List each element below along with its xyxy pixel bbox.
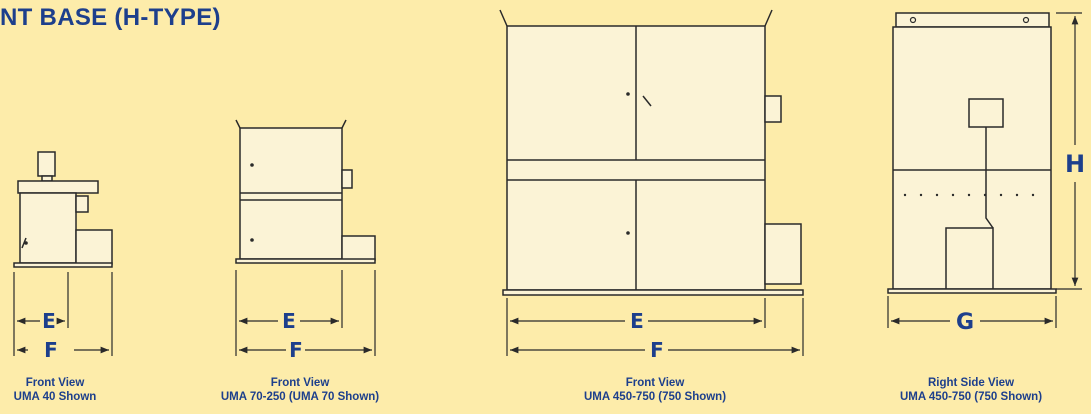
- base-plate: [235, 258, 376, 264]
- uma40-front-view: [13, 151, 113, 268]
- base-plate: [502, 289, 804, 296]
- caption-line2: UMA 450-750 (750 Shown): [899, 391, 1043, 403]
- dim-h-label-view4: H: [1065, 150, 1085, 178]
- caption-view-uma70: Front View UMA 70-250 (UMA 70 Shown): [200, 376, 400, 404]
- base-plate: [13, 262, 113, 268]
- dim-f-label-view2: F: [289, 338, 303, 362]
- base-plate: [887, 288, 1057, 294]
- dim-f-label-view1: F: [44, 338, 58, 362]
- caption-view-uma750-front: Front View UMA 450-750 (750 Shown): [555, 376, 755, 404]
- uma750-side-view: [887, 12, 1057, 294]
- dim-e-label-view3: E: [630, 309, 644, 333]
- dim-g-label-view4: G: [956, 310, 974, 335]
- dim-e-label-view1: E: [42, 309, 56, 333]
- uma750-front-view: [499, 9, 804, 296]
- control-box: [764, 223, 802, 285]
- dimension-lines: [13, 12, 1082, 356]
- page-title: NT BASE (H-TYPE): [0, 4, 221, 31]
- vent-dots: [903, 193, 1035, 197]
- caption-view-uma40: Front View UMA 40 Shown: [0, 376, 110, 404]
- caption-line2: UMA 40 Shown: [13, 391, 97, 403]
- top-plenum: [17, 180, 99, 194]
- caption-line2: UMA 450-750 (750 Shown): [583, 391, 727, 403]
- cabinet-body: [19, 192, 77, 264]
- caption-line1: Front View: [25, 377, 85, 389]
- caption-line1: Front View: [270, 377, 330, 389]
- caption-line1: Front View: [625, 377, 685, 389]
- lifting-lugs: [895, 12, 1050, 28]
- caption-view-uma750-side: Right Side View UMA 450-750 (750 Shown): [871, 376, 1071, 404]
- control-box: [75, 229, 113, 265]
- caption-line1: Right Side View: [927, 377, 1015, 389]
- motor-housing: [37, 151, 56, 177]
- dim-f-label-view3: F: [650, 338, 664, 362]
- junction-box: [968, 98, 1004, 128]
- control-box: [341, 235, 376, 261]
- access-panel: [945, 227, 994, 290]
- dim-e-label-view2: E: [282, 309, 296, 333]
- uma70-front-view: [235, 119, 376, 264]
- caption-line2: UMA 70-250 (UMA 70 Shown): [220, 391, 380, 403]
